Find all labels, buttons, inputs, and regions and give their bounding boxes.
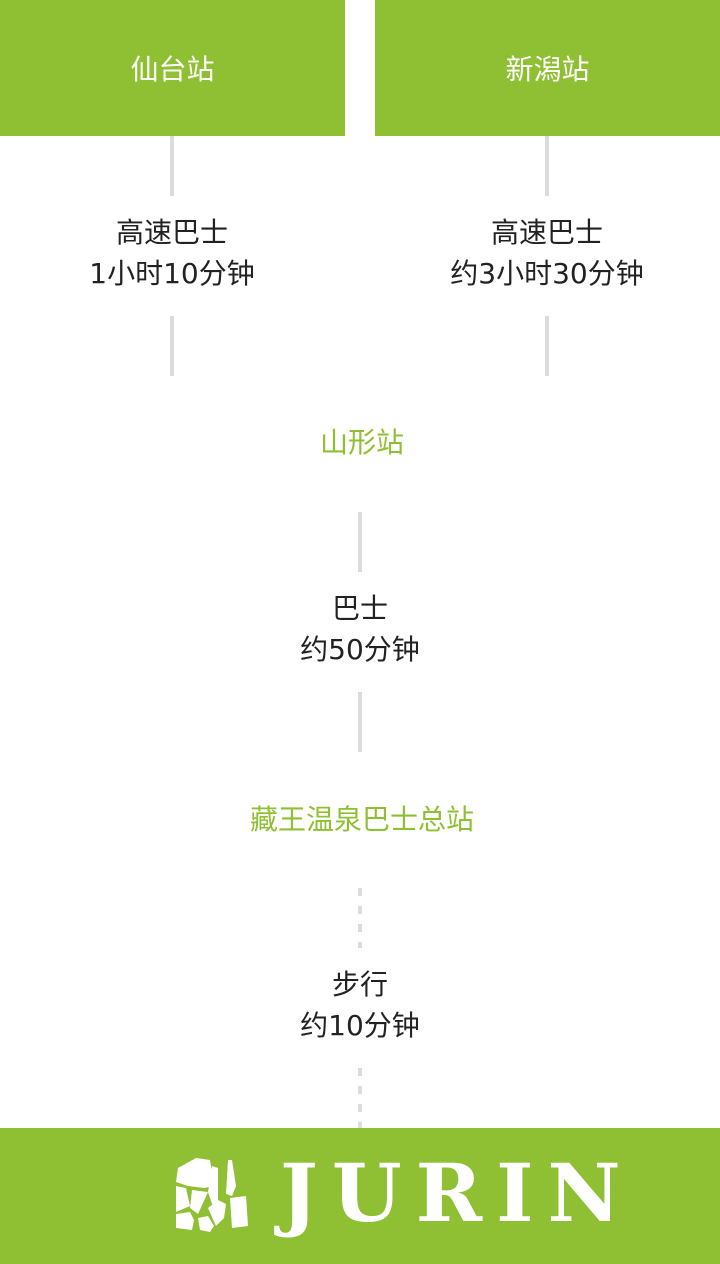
route-info-bus: 巴士 约50分钟 — [300, 588, 420, 670]
route-info-sendai: 高速巴士 1小时10分钟 — [89, 212, 254, 294]
footer-logo-bar: JURIN — [0, 1128, 720, 1264]
route-info-walk: 步行 约10分钟 — [300, 964, 420, 1046]
connector-line — [545, 136, 549, 196]
connector-line — [170, 316, 174, 376]
connector-line — [170, 136, 174, 196]
origin-label: 新潟站 — [505, 53, 590, 86]
transport-mode: 巴士 — [331, 592, 389, 625]
transport-mode: 步行 — [331, 968, 389, 1001]
route-info-niigata: 高速巴士 约3小时30分钟 — [450, 212, 643, 294]
stone-mosaic-icon — [176, 1158, 248, 1232]
travel-duration: 约3小时30分钟 — [450, 257, 644, 290]
transport-mode: 高速巴士 — [490, 216, 604, 249]
dashed-connector — [358, 1068, 362, 1128]
travel-duration: 约10分钟 — [300, 1009, 420, 1042]
travel-duration: 1小时10分钟 — [89, 257, 255, 290]
origin-niigata: 新潟站 — [375, 0, 720, 136]
transport-mode: 高速巴士 — [115, 216, 229, 249]
connector-line — [545, 316, 549, 376]
origin-label: 仙台站 — [130, 53, 215, 86]
station-zao-onsen-bus-terminal: 藏王温泉巴士总站 — [249, 803, 475, 836]
jurin-logo-text: JURIN — [280, 1146, 635, 1240]
origin-sendai: 仙台站 — [0, 0, 345, 136]
connector-line — [358, 692, 362, 752]
station-yamagata: 山形站 — [319, 426, 405, 459]
dashed-connector — [358, 888, 362, 948]
connector-line — [358, 512, 362, 572]
travel-duration: 约50分钟 — [300, 633, 420, 666]
